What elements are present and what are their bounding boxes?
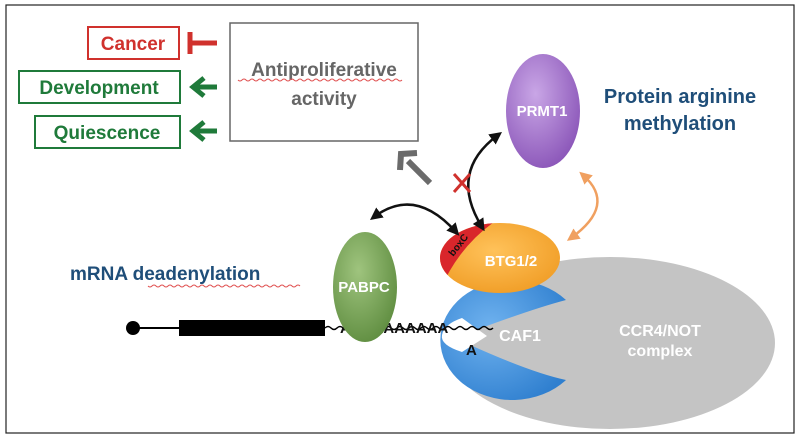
cancer-box: Cancer (87, 26, 180, 60)
mrna-coding-region (179, 320, 325, 336)
prmt1-label: PRMT1 (517, 103, 568, 120)
poly-a-single: A (466, 342, 477, 359)
development-label: Development (39, 78, 159, 99)
antiproliferative-line2: activity (291, 89, 357, 110)
development-arrow (189, 76, 217, 98)
pabpc-label: PABPC (338, 279, 390, 296)
btg-pabpc-interaction-arrow (370, 203, 460, 236)
caf1-label: CAF1 (499, 328, 541, 345)
methylation-label-line2: methylation (624, 113, 736, 135)
spellcheck-underline (237, 78, 403, 82)
cancer-label: Cancer (101, 34, 166, 55)
spellcheck-underline-2 (147, 284, 301, 288)
methylation-label-line1: Protein arginine (604, 86, 756, 108)
quiescence-box: Quiescence (34, 115, 181, 149)
prmt1-protein (506, 54, 580, 168)
blocked-x-icon (452, 173, 472, 193)
antiproliferative-line1: Antiproliferative (251, 60, 397, 81)
figure-frame (5, 4, 795, 434)
quiescence-label: Quiescence (54, 123, 161, 144)
ccr4-label-line2: complex (628, 343, 693, 360)
mrna: AAAAAAAAAA A (126, 320, 494, 359)
gray-arrow (397, 150, 433, 186)
ccr4-label-line1: CCR4/NOT (619, 323, 701, 340)
methylation-arrow (566, 171, 599, 241)
quiescence-arrow (189, 120, 217, 142)
inhibition-symbol (187, 32, 217, 54)
antiproliferative-box: Antiproliferative activity (229, 22, 419, 142)
deadenylation-label: mRNA deadenylation (70, 264, 260, 285)
development-box: Development (18, 70, 181, 104)
pabpc-protein (333, 232, 397, 342)
btg-prmt1-blocked-arrow (467, 132, 503, 232)
btg-label: BTG1/2 (485, 253, 538, 270)
caf1-protein (440, 280, 566, 401)
